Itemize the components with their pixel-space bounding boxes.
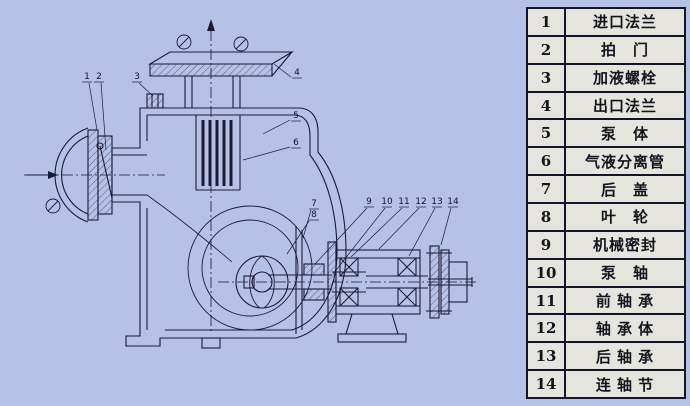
part-number: 11: [528, 287, 566, 314]
part-number: 5: [528, 120, 566, 147]
inlet-flow-arrow-icon: [26, 171, 58, 179]
front-bearing: [339, 257, 359, 307]
pump-drawing-svg: 1 2 3 4 5 6 7 8 9 10 11 12 13 14: [24, 19, 478, 349]
part-label: 泵 轴: [566, 259, 684, 286]
svg-text:14: 14: [447, 197, 459, 207]
part-label: 进口法兰: [566, 9, 684, 35]
bearing-support: [337, 313, 407, 343]
callout-11: 11: [350, 197, 410, 258]
separation-pipe: [195, 115, 241, 191]
outlet-flange: [148, 51, 294, 108]
part-number: 8: [528, 204, 566, 230]
part-label: 连 轴 节: [566, 371, 684, 398]
impeller: [235, 255, 289, 309]
bolt-hole-symbols: [45, 34, 249, 214]
part-number: 14: [528, 371, 566, 398]
callout-14: 14: [440, 197, 459, 246]
svg-text:6: 6: [293, 138, 299, 148]
callout-13: 13: [408, 197, 443, 257]
part-label: 加液螺栓: [566, 64, 684, 91]
filling-bolt: [146, 93, 164, 109]
callout-9: 9: [314, 197, 374, 265]
part-number: 1: [528, 9, 566, 35]
callout-2: 2: [94, 72, 107, 151]
coupling: [426, 245, 468, 319]
part-number: 7: [528, 176, 566, 203]
svg-text:11: 11: [398, 197, 409, 207]
svg-text:4: 4: [294, 68, 300, 78]
part-label: 叶 轮: [566, 204, 684, 230]
svg-text:3: 3: [134, 72, 140, 82]
part-label: 轴 承 体: [566, 315, 684, 342]
pump-drawing: 1 2 3 4 5 6 7 8 9 10 11 12 13 14: [24, 19, 478, 349]
part-label: 气液分离管: [566, 148, 684, 175]
part-label: 后 盖: [566, 176, 684, 203]
rear-bearing: [397, 257, 417, 307]
part-label: 出口法兰: [566, 92, 684, 119]
part-label: 前 轴 承: [566, 287, 684, 314]
part-number: 10: [528, 259, 566, 286]
part-label: 后 轴 承: [566, 343, 684, 370]
part-number: 9: [528, 231, 566, 258]
callout-10: 10: [332, 197, 393, 275]
callouts: 1 2 3 4 5 6 7 8 9 10 11 12 13 14: [82, 63, 459, 275]
pump-body: [111, 107, 347, 349]
svg-text:9: 9: [366, 197, 372, 207]
callout-3: 3: [132, 72, 154, 97]
part-number: 12: [528, 315, 566, 342]
mechanical-seal: [303, 263, 325, 301]
svg-text:7: 7: [311, 199, 317, 209]
part-number: 4: [528, 92, 566, 119]
inlet-flange: [54, 127, 113, 223]
callout-12: 12: [378, 197, 427, 250]
part-number: 3: [528, 64, 566, 91]
svg-text:5: 5: [293, 111, 299, 121]
svg-text:12: 12: [415, 197, 426, 207]
part-label: 泵 体: [566, 120, 684, 147]
callout-8: 8: [286, 210, 319, 255]
part-number: 6: [528, 148, 566, 175]
callout-5: 5: [262, 111, 301, 135]
callout-4: 4: [273, 63, 302, 79]
part-number: 2: [528, 36, 566, 63]
flap-valve: [96, 142, 113, 199]
callout-6: 6: [242, 138, 301, 161]
flow-up-arrow-icon: [207, 19, 215, 31]
part-label: 机械密封: [566, 231, 684, 258]
svg-text:2: 2: [96, 72, 102, 82]
volute: [187, 205, 313, 331]
svg-text:8: 8: [311, 210, 317, 220]
rear-cover: [295, 226, 303, 334]
svg-text:13: 13: [431, 197, 442, 207]
part-label: 拍 门: [566, 36, 684, 63]
callout-1: 1: [82, 72, 98, 131]
svg-text:10: 10: [381, 197, 393, 207]
svg-text:1: 1: [84, 72, 90, 82]
part-number: 13: [528, 343, 566, 370]
